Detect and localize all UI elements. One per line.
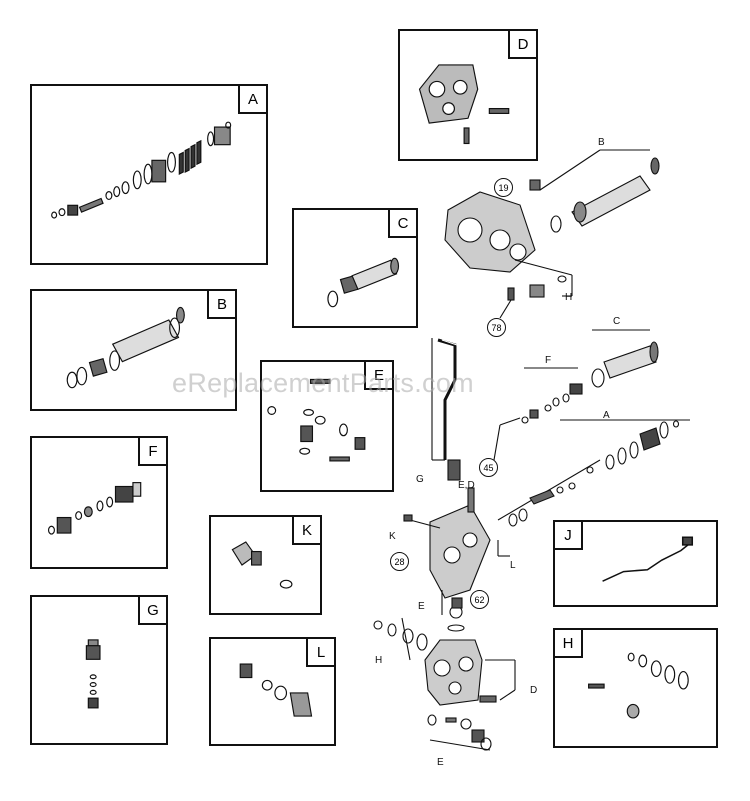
panel-e-label: E xyxy=(364,360,394,390)
panel-a-parts xyxy=(51,121,232,219)
callout-l: L xyxy=(510,560,516,571)
panel-b-label: B xyxy=(207,289,237,319)
panel-l-label: L xyxy=(306,637,336,667)
callout-a: A xyxy=(603,410,610,421)
callout-c: C xyxy=(613,316,621,327)
panel-h: H xyxy=(553,628,718,748)
panel-k: K xyxy=(209,515,322,615)
panel-l: L xyxy=(209,637,336,746)
panel-a-label: A xyxy=(238,84,268,114)
callout-k: K xyxy=(389,531,396,542)
panel-h-label: H xyxy=(553,628,583,658)
panel-l-parts xyxy=(239,663,313,717)
callout-g: G xyxy=(416,474,424,485)
panel-k-parts xyxy=(231,541,293,589)
panel-j-label: J xyxy=(553,520,583,550)
watermark: eReplacementParts.com xyxy=(172,368,474,398)
panel-d: D xyxy=(398,29,538,161)
callout-e-low: E xyxy=(437,757,444,768)
bubble-78: 78 xyxy=(487,318,506,337)
panel-f-parts xyxy=(47,482,142,535)
bubble-45: 45 xyxy=(479,458,498,477)
panel-f-label: F xyxy=(138,436,168,466)
bubble-28: 28 xyxy=(390,552,409,571)
callout-e-mid: E xyxy=(418,601,425,612)
callout-f: F xyxy=(545,355,552,366)
panel-b-parts xyxy=(66,306,185,389)
panel-e-parts xyxy=(267,378,366,462)
callout-h: H xyxy=(565,292,573,303)
bubble-19: 19 xyxy=(494,178,513,197)
panel-j-parts xyxy=(602,536,694,582)
panel-c-label: C xyxy=(388,208,418,238)
panel-g: G xyxy=(30,595,168,745)
callout-b: B xyxy=(598,137,605,148)
panel-k-label: K xyxy=(292,515,322,545)
panel-d-parts xyxy=(418,64,510,145)
panel-a: A xyxy=(30,84,268,265)
panel-b: B xyxy=(30,289,237,411)
callout-ed: E,D xyxy=(458,480,475,491)
panel-c-parts xyxy=(327,257,400,308)
panel-g-label: G xyxy=(138,595,168,625)
panel-c: C xyxy=(292,208,418,328)
panel-j: J xyxy=(553,520,718,607)
panel-g-parts xyxy=(85,639,101,709)
panel-h-parts xyxy=(588,652,689,719)
panel-f: F xyxy=(30,436,168,569)
panel-d-label: D xyxy=(508,29,538,59)
bubble-62: 62 xyxy=(470,590,489,609)
callout-d-low: D xyxy=(530,685,538,696)
panel-e: E xyxy=(260,360,394,492)
callout-h-low: H xyxy=(375,655,383,666)
